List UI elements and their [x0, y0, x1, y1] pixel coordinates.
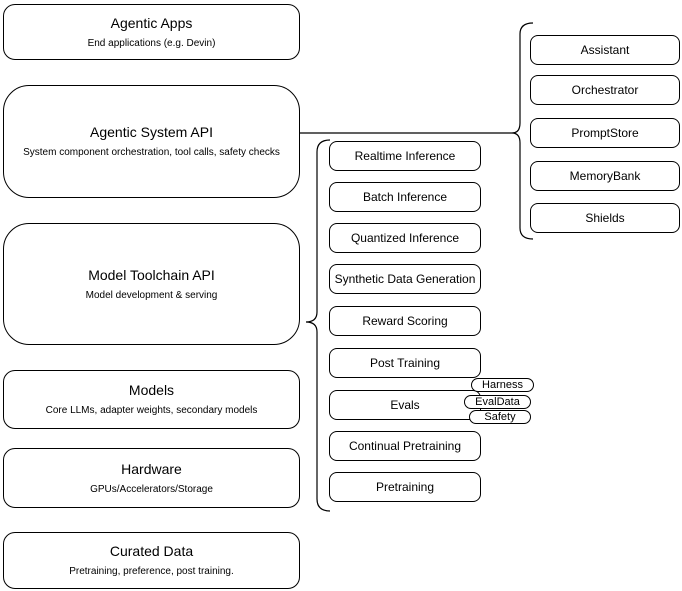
node-subtitle: Core LLMs, adapter weights, secondary mo… [45, 405, 258, 416]
node-title: Model Toolchain API [88, 266, 215, 283]
node-label: Post Training [369, 356, 441, 370]
node-model-toolchain-api: Model Toolchain API Model development & … [3, 223, 300, 345]
node-subtitle: GPUs/Accelerators/Storage [90, 483, 213, 495]
node-subtitle: End applications (e.g. Devin) [87, 37, 216, 49]
node-reward-scoring: Reward Scoring [329, 306, 481, 336]
pill-safety: Safety [469, 410, 531, 424]
node-subtitle: Model development & serving [85, 289, 218, 301]
node-orchestrator: Orchestrator [530, 75, 680, 105]
node-continual-pretraining: Continual Pretraining [329, 431, 481, 461]
node-batch-inference: Batch Inference [329, 182, 481, 212]
node-evals: Evals [329, 390, 481, 420]
pill-label: EvalData [475, 396, 520, 408]
pill-harness: Harness [471, 378, 534, 392]
node-label: Orchestrator [571, 83, 639, 97]
node-label: PromptStore [571, 126, 639, 140]
node-synthetic-data-generation: Synthetic Data Generation [329, 264, 481, 294]
node-label: Continual Pretraining [348, 439, 462, 453]
node-label: Shields [585, 211, 625, 225]
node-label: Assistant [580, 43, 630, 57]
node-title: Agentic Apps [110, 14, 193, 31]
node-label: Evals [390, 398, 420, 412]
node-agentic-system-api: Agentic System API System component orch… [3, 85, 300, 198]
node-agentic-apps: Agentic Apps End applications (e.g. Devi… [3, 4, 300, 60]
node-subtitle: Pretraining, preference, post training. [69, 566, 234, 577]
node-promptstore: PromptStore [530, 118, 680, 148]
node-label: Synthetic Data Generation [334, 272, 476, 286]
node-models: Models Core LLMs, adapter weights, secon… [3, 370, 300, 429]
node-shields: Shields [530, 203, 680, 233]
node-memorybank: MemoryBank [530, 161, 680, 191]
pill-label: Safety [484, 411, 516, 423]
node-label: Batch Inference [362, 190, 448, 204]
pill-label: Harness [482, 379, 523, 391]
node-label: Quantized Inference [350, 231, 460, 245]
node-quantized-inference: Quantized Inference [329, 223, 481, 253]
node-label: Pretraining [375, 480, 435, 494]
node-label: MemoryBank [569, 169, 641, 183]
node-pretraining: Pretraining [329, 472, 481, 502]
pill-evaldata: EvalData [464, 395, 531, 409]
node-title: Agentic System API [90, 124, 213, 140]
node-label: Realtime Inference [354, 149, 456, 163]
node-post-training: Post Training [329, 348, 481, 378]
node-realtime-inference: Realtime Inference [329, 141, 481, 171]
node-title: Hardware [121, 460, 182, 477]
node-title: Curated Data [109, 543, 194, 559]
node-assistant: Assistant [530, 35, 680, 65]
brace-toolchain-components [305, 139, 331, 512]
node-curated-data: Curated Data Pretraining, preference, po… [3, 532, 300, 589]
node-title: Models [128, 382, 175, 398]
node-hardware: Hardware GPUs/Accelerators/Storage [3, 448, 300, 508]
node-subtitle: System component orchestration, tool cal… [23, 147, 280, 158]
node-label: Reward Scoring [362, 314, 448, 328]
